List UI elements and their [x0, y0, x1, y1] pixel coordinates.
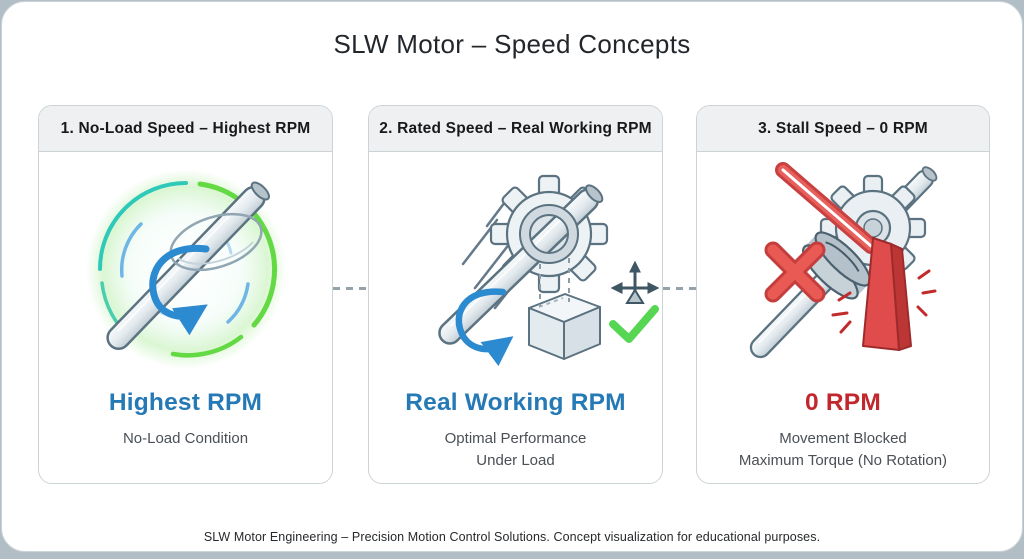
brake-wedge-icon [862, 237, 912, 351]
card1-header: 1. No-Load Speed – Highest RPM [39, 106, 332, 152]
connector-dashed-right [663, 287, 696, 290]
hub-collar-icon [519, 204, 579, 264]
card-no-load-speed: 1. No-Load Speed – Highest RPM [38, 105, 333, 484]
card3-value: 0 RPM [805, 389, 881, 416]
card3-header: 3. Stall Speed – 0 RPM [697, 106, 989, 152]
alignment-dashed-lines [539, 248, 570, 306]
gear-shaft-under-load-icon [438, 174, 659, 367]
x-icon [764, 241, 826, 303]
blocked-gear-stall-icon [749, 162, 938, 359]
spinning-shaft-no-load-icon [86, 169, 286, 369]
check-icon [609, 305, 659, 343]
connector-dashed-left [333, 287, 368, 290]
spark-lines-icon [831, 269, 937, 334]
blocking-band-icon [775, 162, 879, 254]
rotation-arrow-icon [455, 288, 514, 367]
card3-description: Movement Blocked Maximum Torque (No Rota… [738, 430, 948, 469]
card2-value: Real Working RPM [405, 389, 626, 416]
shaft-icon [438, 184, 604, 345]
footer-caption: SLW Motor Engineering – Precision Motion… [203, 530, 821, 544]
axis-arrows-icon [610, 260, 659, 304]
card-rated-speed: 2. Rated Speed – Real Working RPM [368, 105, 663, 484]
card1-value: Highest RPM [108, 389, 263, 416]
rotation-arrow-icon [149, 244, 210, 336]
card-stall-speed: 3. Stall Speed – 0 RPM [696, 105, 990, 484]
load-cube-icon [528, 293, 601, 360]
card1-description: No-Load Condition [122, 430, 249, 447]
card2-header: 2. Rated Speed – Real Working RPM [369, 106, 662, 152]
page-title: SLW Motor – Speed Concepts [333, 29, 691, 59]
card2-description: Optimal Performance Under Load [444, 430, 587, 469]
